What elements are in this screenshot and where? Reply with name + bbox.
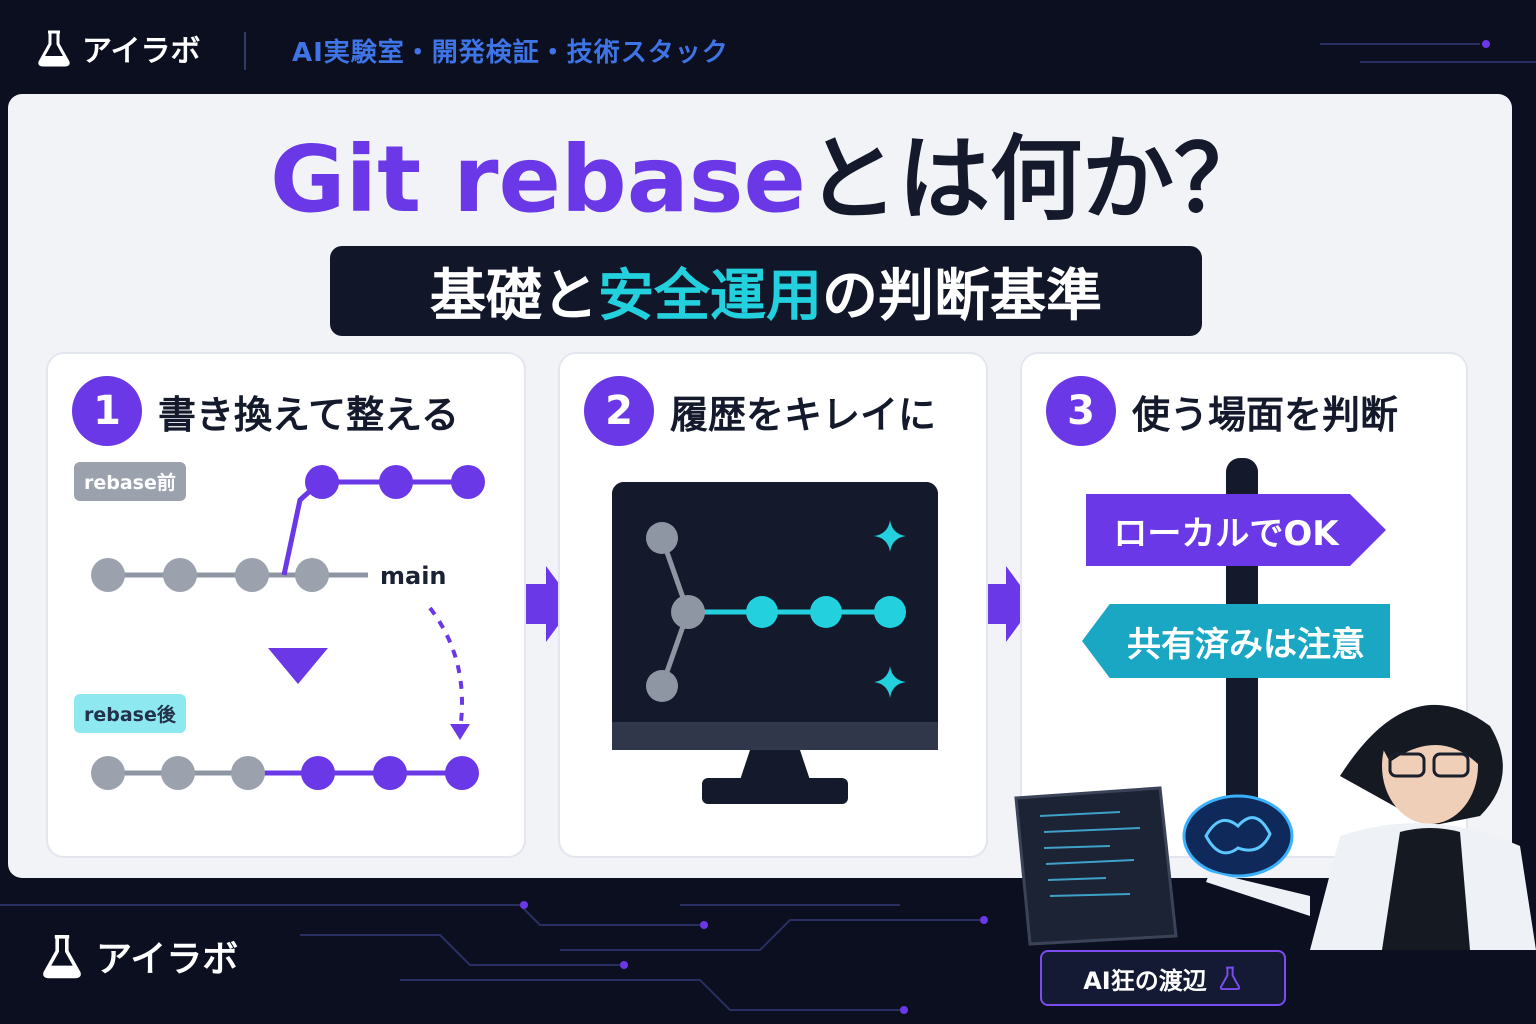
top-header: アイラボ AI実験室・開発検証・技術スタック [0, 0, 1536, 96]
panel-header: 1 書き換えて整える [72, 376, 459, 446]
page-title: Git rebaseとは何か？ [0, 134, 1536, 226]
panel-title: 履歴をキレイに [670, 392, 937, 437]
panel-title: 使う場面を判断 [1132, 392, 1399, 437]
author-name-tag: AI狂の渡辺 [1040, 950, 1286, 1006]
tag-before: rebase前 [74, 462, 186, 501]
branch-label: main [380, 562, 447, 590]
header-divider [244, 32, 246, 70]
title-accent: Git rebase [270, 126, 806, 233]
sparkle-icon [874, 666, 906, 698]
arrow-down-icon [268, 648, 328, 684]
flask-icon [1219, 966, 1240, 991]
arrow-right-icon [988, 566, 1034, 642]
subtitle-part3: の判断基準 [822, 263, 1102, 329]
panel-title: 書き換えて整える [158, 392, 459, 437]
author-illustration [1014, 704, 1536, 950]
title-rest: とは何か？ [805, 126, 1266, 233]
footer-brand-name: アイラボ [96, 939, 239, 980]
footer-brand[interactable]: アイラボ [38, 930, 238, 982]
panel-header: 3 使う場面を判断 [1046, 376, 1398, 446]
header-tagline: AI実験室・開発検証・技術スタック [292, 38, 729, 68]
subtitle-banner: 基礎と安全運用の判断基準 [330, 246, 1202, 336]
arrow-right-icon [526, 566, 574, 642]
sparkle-icon [874, 520, 906, 552]
sign-shared-caution: 共有済みは注意 [1082, 604, 1390, 678]
header-brand[interactable]: アイラボ [34, 26, 201, 70]
monitor-icon [612, 482, 938, 804]
flask-icon [38, 30, 70, 67]
step-badge: 2 [584, 376, 654, 446]
step-badge: 1 [72, 376, 142, 446]
subtitle-part1: 基礎と [430, 263, 598, 329]
tag-after: rebase後 [74, 694, 186, 733]
flask-icon [43, 935, 81, 979]
panel-header: 2 履歴をキレイに [584, 376, 936, 446]
author-name: AI狂の渡辺 [1083, 966, 1207, 995]
sign-local-ok: ローカルでOK [1086, 494, 1386, 566]
subtitle-part2: 安全運用 [598, 263, 822, 329]
brand-name: アイラボ [82, 34, 201, 69]
step-badge: 3 [1046, 376, 1116, 446]
